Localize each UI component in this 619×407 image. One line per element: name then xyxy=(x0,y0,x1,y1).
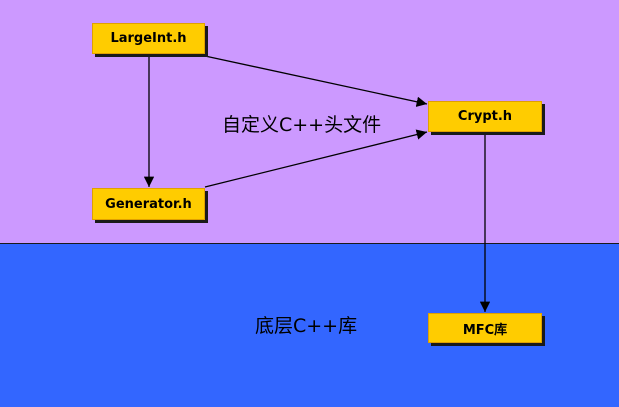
crypt-header-node[interactable]: Crypt.h xyxy=(428,101,542,132)
largeint-header-node[interactable]: LargeInt.h xyxy=(92,23,205,54)
mfc-library-node[interactable]: MFC库 xyxy=(428,313,542,343)
generator-header-node[interactable]: Generator.h xyxy=(92,188,205,220)
custom-headers-label: 自定义C++头文件 xyxy=(222,114,382,136)
base-library-label: 底层C++库 xyxy=(255,315,358,337)
